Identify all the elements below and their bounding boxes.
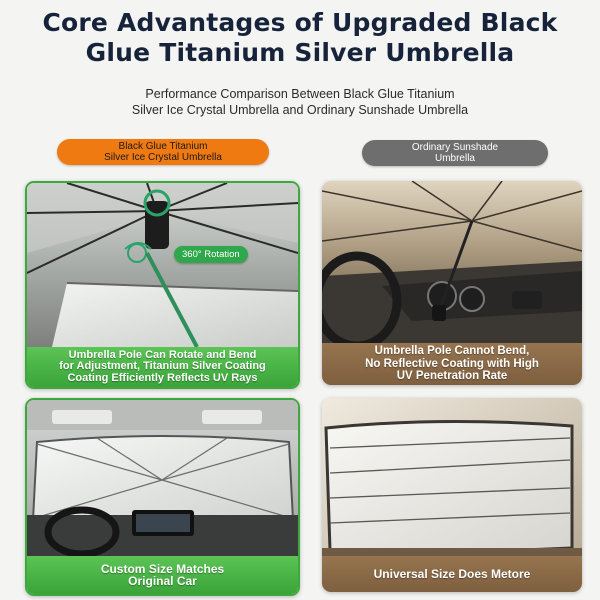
upgraded-umbrella-label: Black Glue Titanium Silver Ice Crystal U…	[57, 139, 269, 165]
upgraded-label-line-2: Silver Ice Crystal Umbrella	[104, 152, 222, 163]
upgraded-label-line-1: Black Glue Titanium	[118, 141, 208, 152]
upgraded-size-caption: Custom Size Matches Original Car	[27, 556, 298, 594]
upgraded-pole-card: 360° Rotation Umbrella Pole Can Rotate a…	[25, 181, 300, 389]
ordinary-size-card: Universal Size Does Metore	[322, 398, 582, 592]
upgraded-size-photo	[27, 400, 298, 556]
upgraded-pole-caption-line-1: Umbrella Pole Can Rotate and Bend	[68, 348, 257, 361]
subtitle-line-1: Performance Comparison Between Black Glu…	[145, 87, 455, 101]
upgraded-size-caption-line-1: Custom Size Matches	[100, 561, 225, 576]
ordinary-size-photo	[322, 398, 582, 556]
subtitle-line-2: Silver Ice Crystal Umbrella and Ordinary…	[131, 103, 469, 117]
upgraded-pole-caption-line-3: Coating Efficiently Reflects UV Rays	[67, 371, 258, 384]
ordinary-pole-caption: Umbrella Pole Cannot Bend, No Reflective…	[322, 343, 582, 385]
ordinary-size-caption: Universal Size Does Metore	[322, 556, 582, 592]
ordinary-pole-caption-line-2: No Reflective Coating with High	[365, 357, 539, 370]
title-line-2: Glue Titanium Silver Umbrella	[85, 38, 515, 67]
upgraded-pole-caption: Umbrella Pole Can Rotate and Bend for Ad…	[27, 347, 298, 387]
ordinary-pole-caption-line-1: Umbrella Pole Cannot Bend,	[374, 345, 530, 358]
ordinary-pole-caption-line-3: UV Penetration Rate	[396, 370, 508, 383]
page-subtitle: Performance Comparison Between Black Glu…	[0, 86, 600, 118]
upgraded-size-caption-line-2: Original Car	[128, 574, 197, 588]
upgraded-size-card: Custom Size Matches Original Car	[25, 398, 300, 596]
ordinary-label-line-1: Ordinary Sunshade	[411, 142, 499, 153]
ordinary-label-line-2: Umbrella	[434, 153, 475, 164]
page-title: Core Advantages of Upgraded Black Glue T…	[0, 8, 600, 68]
title-line-1: Core Advantages of Upgraded Black	[42, 8, 558, 37]
upgraded-pole-photo	[27, 183, 298, 347]
ordinary-pole-photo	[322, 181, 582, 343]
upgraded-pole-caption-line-2: for Adjustment, Titanium Silver Coating	[59, 360, 266, 373]
ordinary-size-caption-line-1: Universal Size Does Metore	[373, 566, 531, 581]
ordinary-pole-card: Umbrella Pole Cannot Bend, No Reflective…	[322, 181, 582, 385]
ordinary-umbrella-label: Ordinary Sunshade Umbrella	[362, 140, 548, 166]
rotation-badge: 360° Rotation	[174, 246, 248, 263]
